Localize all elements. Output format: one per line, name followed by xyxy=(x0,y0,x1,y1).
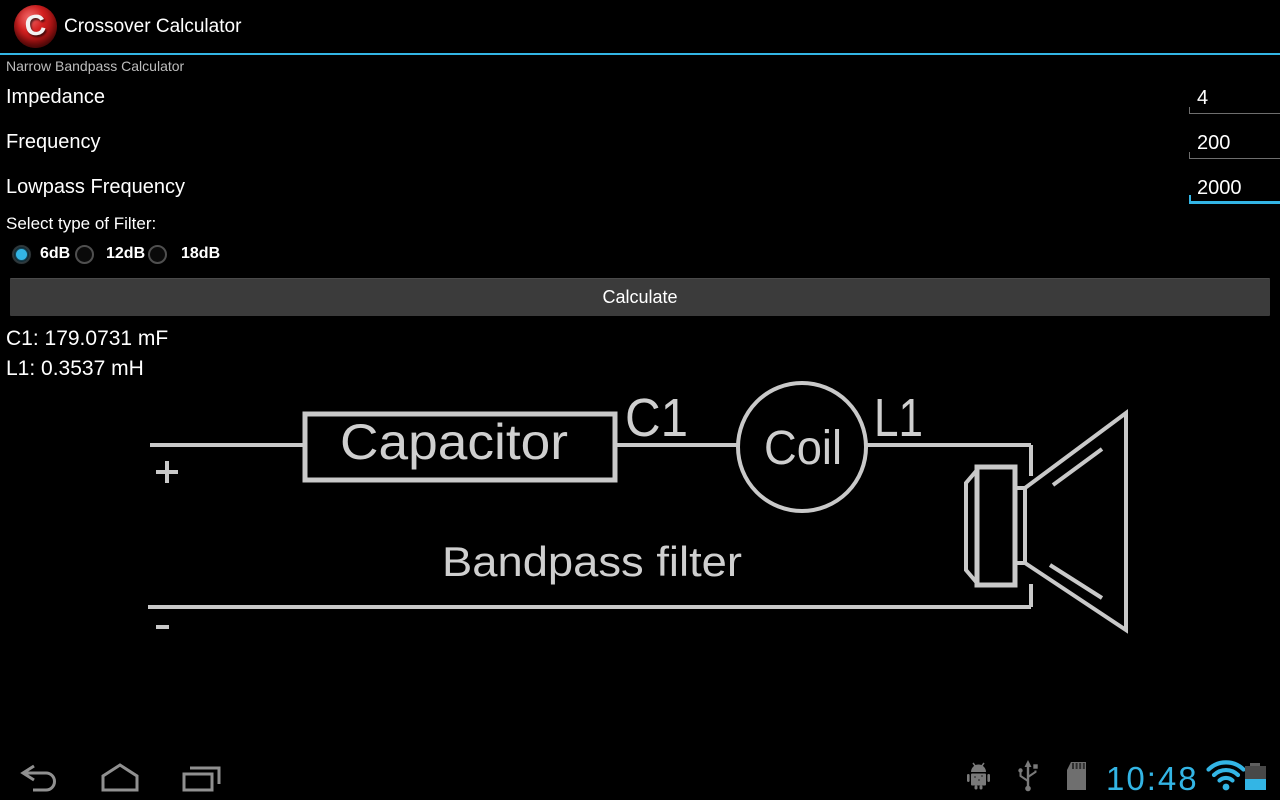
action-bar-divider xyxy=(0,53,1280,55)
impedance-label: Impedance xyxy=(6,86,105,108)
page-subtitle: Narrow Bandpass Calculator xyxy=(6,58,185,74)
radio-12db-label[interactable]: 12dB xyxy=(106,245,146,262)
back-button[interactable] xyxy=(20,764,56,792)
wifi-icon xyxy=(1206,760,1246,791)
lowpass-frequency-input[interactable] xyxy=(1189,174,1280,202)
c1-label: C1 xyxy=(625,388,688,448)
radio-6db-label[interactable]: 6dB xyxy=(40,245,71,262)
field-row-frequency: Frequency xyxy=(0,129,1280,163)
plus-terminal xyxy=(156,461,178,483)
recent-apps-button[interactable] xyxy=(182,766,221,792)
impedance-input[interactable] xyxy=(1189,84,1280,112)
calculate-button[interactable]: Calculate xyxy=(10,278,1270,316)
field-row-lowpass-frequency: Lowpass Frequency xyxy=(0,174,1280,208)
coil-label: Coil xyxy=(764,422,842,475)
filter-type-label: Select type of Filter: xyxy=(6,214,157,233)
lowpass-frequency-underline xyxy=(1189,195,1280,204)
field-row-impedance: Impedance xyxy=(0,84,1280,118)
radio-18db[interactable] xyxy=(148,245,167,264)
action-bar: C Crossover Calculator xyxy=(0,0,1280,53)
nav-bar: 10:48 xyxy=(0,744,1280,800)
frequency-input[interactable] xyxy=(1189,129,1280,157)
result-c1: C1: 179.0731 mF xyxy=(6,327,169,350)
result-l1: L1: 0.3537 mH xyxy=(6,357,144,380)
app-title: Crossover Calculator xyxy=(64,16,242,37)
sd-card-icon xyxy=(1067,762,1086,790)
lowpass-frequency-label: Lowpass Frequency xyxy=(6,176,185,198)
frequency-underline xyxy=(1189,152,1280,159)
capacitor-label: Capacitor xyxy=(340,414,568,470)
home-button[interactable] xyxy=(101,763,139,792)
battery-icon xyxy=(1245,763,1266,790)
bandpass-caption: Bandpass filter xyxy=(442,538,742,585)
circuit-diagram: Capacitor C1 Coil L1 Bandpass filter xyxy=(148,381,1128,634)
clock: 10:48 xyxy=(1106,760,1199,797)
frequency-label: Frequency xyxy=(6,131,101,153)
usb-icon xyxy=(1018,760,1038,792)
app-icon: C xyxy=(14,5,57,48)
radio-12db[interactable] xyxy=(75,245,94,264)
radio-6db[interactable] xyxy=(12,245,31,264)
radio-18db-label[interactable]: 18dB xyxy=(181,245,221,262)
impedance-underline xyxy=(1189,107,1280,114)
app-icon-letter: C xyxy=(22,8,49,44)
speaker-icon xyxy=(964,409,1128,634)
android-debug-icon xyxy=(967,762,990,790)
l1-label: L1 xyxy=(874,388,923,448)
filter-radio-group: 6dB 12dB 18dB xyxy=(0,244,600,266)
